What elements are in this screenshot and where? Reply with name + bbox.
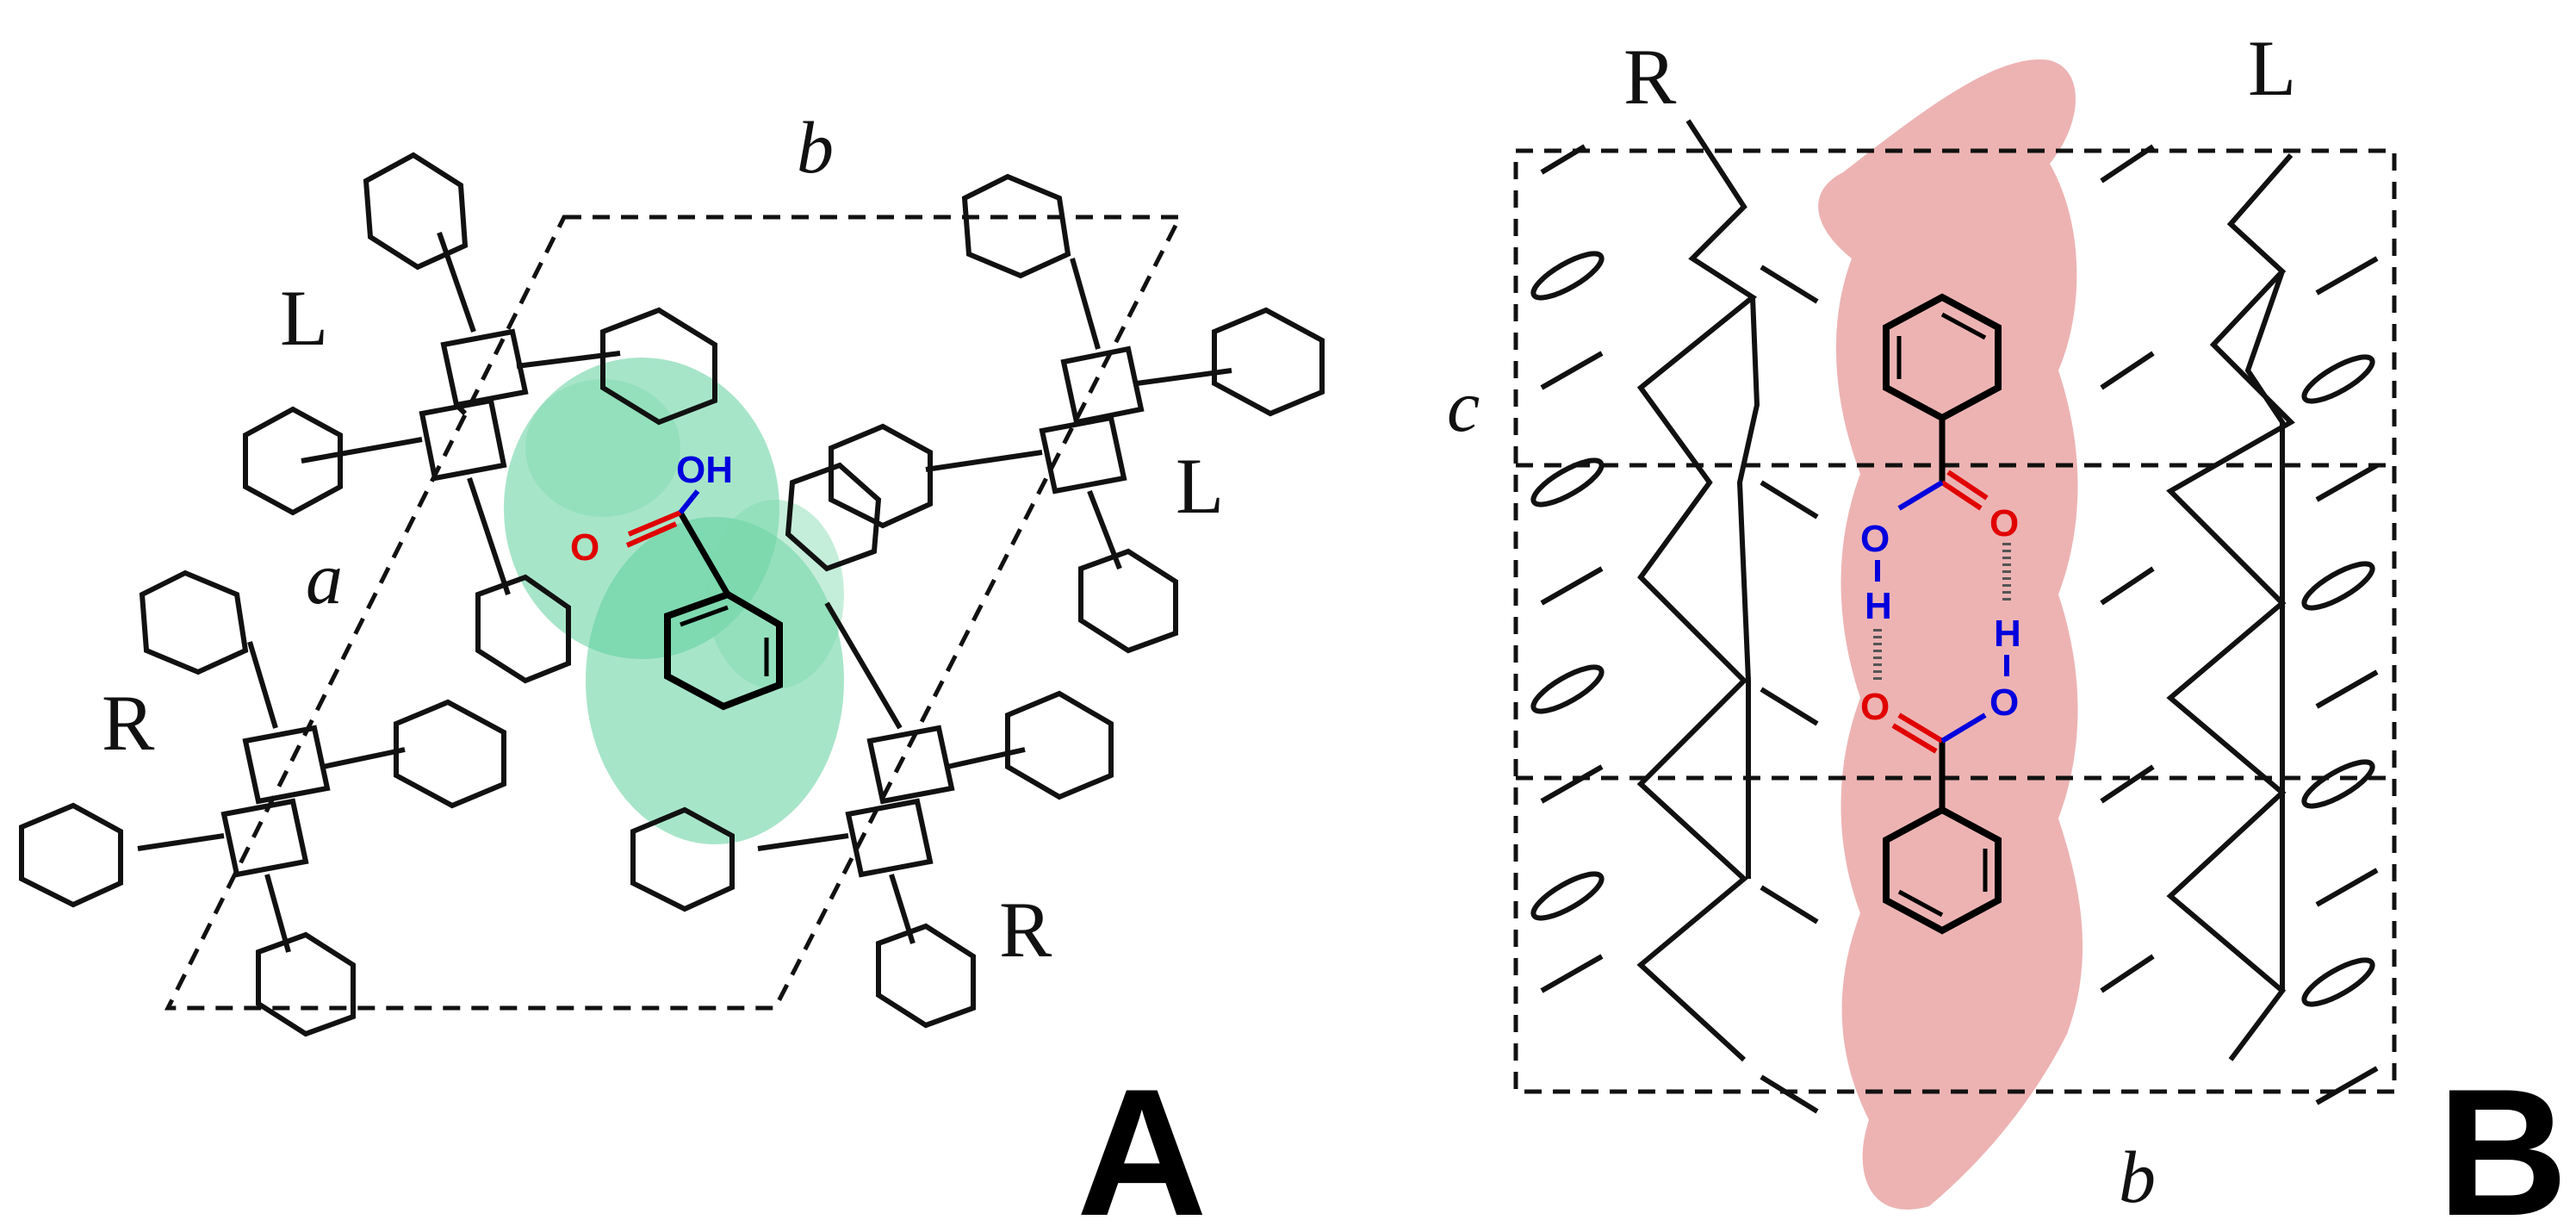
- oxygen-carbonyl-label: O: [570, 526, 599, 569]
- axis-b-label-b: b: [2119, 1136, 2156, 1218]
- axis-c-label: c: [1447, 364, 1480, 447]
- chirality-label-R-right: R: [999, 886, 1052, 974]
- chirality-label-L-right: L: [1176, 442, 1224, 530]
- axis-a-label: a: [306, 537, 343, 619]
- unit-cell-a: [164, 215, 1184, 1011]
- host-R-lower-left: [19, 569, 506, 1037]
- benzoic-acid-dimer: O O H H O O: [1860, 293, 2021, 935]
- panel-label-b: B: [2437, 1051, 2568, 1226]
- chirality-label-R-b: R: [1623, 33, 1677, 121]
- panel-label-a: A: [1077, 1051, 1207, 1226]
- panel-b: O O H H O O R L c b B: [1447, 24, 2568, 1226]
- oxygen-hydroxyl-upper: O: [1860, 518, 1890, 560]
- host-R-lower-right: [630, 462, 1114, 1029]
- oxygen-carbonyl-upper: O: [1989, 502, 2019, 545]
- chain-left: [1636, 119, 1758, 1062]
- host-molecules-a: [19, 152, 1325, 1037]
- chirality-label-R-left: R: [102, 679, 155, 767]
- host-L-upper: [243, 152, 717, 684]
- oxygen-carbonyl-lower: O: [1860, 686, 1890, 728]
- axis-b-label-a: b: [797, 106, 834, 189]
- host-L-upper-right: [829, 173, 1325, 654]
- hydrogen-left: H: [1865, 585, 1892, 627]
- channel-pink: [1818, 59, 2083, 1210]
- chirality-label-L-b: L: [2248, 24, 2296, 112]
- chain-right-inner: [2244, 271, 2285, 991]
- unit-cells-b: [1513, 148, 2397, 1094]
- hydrogen-right: H: [1994, 613, 2021, 655]
- chirality-label-L-upper-left: L: [280, 274, 328, 362]
- guest-benzoic-acid-a: O OH: [570, 449, 783, 711]
- host-chains-b: [1530, 119, 2379, 1114]
- chain-right: [2166, 153, 2295, 1061]
- chain-left-inner: [1736, 296, 1760, 879]
- oxygen-hydroxyl-lower: O: [1989, 681, 2019, 724]
- hydroxyl-label: OH: [676, 449, 733, 491]
- panel-a: O OH b a L L R R A: [19, 106, 1325, 1226]
